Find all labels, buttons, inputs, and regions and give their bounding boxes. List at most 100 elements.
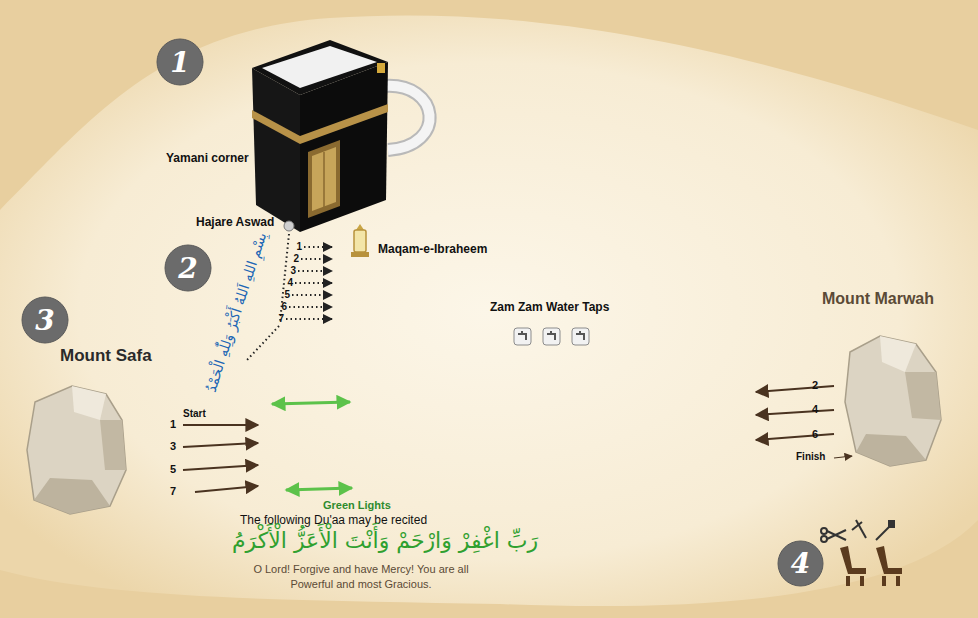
tawaf-paths-part <box>292 294 332 296</box>
green-light-arrows-part <box>272 402 350 404</box>
callout-number: 3 <box>21 296 69 344</box>
hair-cut-icons-part-part <box>896 576 900 586</box>
place-label: Mount Safa <box>60 346 152 366</box>
kaaba-part <box>252 110 300 144</box>
safa-rock-part <box>72 386 106 420</box>
kaaba-part <box>323 152 325 207</box>
tawaf-paths-part <box>247 326 279 360</box>
kaaba-part <box>377 63 385 73</box>
kaaba <box>252 40 388 232</box>
callout-number: 1 <box>156 38 204 86</box>
hair-cut-icons-part-part <box>882 576 886 586</box>
hair-cut-icons <box>821 520 902 586</box>
badge-circle-shape <box>157 39 203 85</box>
callout-number: 4 <box>777 540 824 587</box>
marwah-rock-part <box>905 372 941 420</box>
round-number: 3 <box>170 440 176 453</box>
marwah-rock <box>845 336 941 466</box>
sai-arrows-part <box>756 410 834 415</box>
start-label: Start <box>183 408 206 420</box>
green-light-arrows-part <box>286 488 352 490</box>
kaaba-part <box>262 46 377 88</box>
tawaf-paths-part <box>298 270 332 272</box>
round-number: 1 <box>296 241 302 253</box>
zamzam-taps-part-part <box>518 332 526 340</box>
sai-arrows-part <box>756 434 834 440</box>
place-label: Zam Zam Water Taps <box>490 301 609 315</box>
tawaf-paths-part <box>304 246 332 248</box>
zamzam-taps-part-part <box>572 328 589 345</box>
badge-circle-shape <box>22 297 68 343</box>
round-number: 3 <box>290 265 296 277</box>
maqam-lantern-part <box>356 224 364 230</box>
zamzam-taps-part-part <box>543 328 560 345</box>
hijr-wall-part <box>384 86 430 150</box>
zamzam-taps-part-part <box>547 332 555 340</box>
place-label: Maqam-e-Ibraheem <box>378 243 487 257</box>
badge-circle-shape <box>165 245 211 291</box>
hair-cut-icons-part-part <box>821 528 827 534</box>
badge-circle-shape <box>778 541 823 586</box>
kaaba-part <box>300 104 388 144</box>
maqam-lantern <box>351 224 369 257</box>
tawaf-paths-part <box>289 306 332 308</box>
note: The following Du'aa may be recited <box>240 514 427 528</box>
green-light-arrows <box>272 402 352 490</box>
maqam-lantern-part <box>354 230 366 252</box>
tawaf-paths-part <box>295 282 332 284</box>
zamzam-taps-part <box>514 328 531 345</box>
maqam-lantern-part <box>351 252 369 257</box>
finish-label: Finish <box>796 451 825 463</box>
hair-cut-icons-part <box>821 520 892 542</box>
marwah-rock-part <box>880 336 916 372</box>
zamzam-taps-part <box>572 328 589 345</box>
sai-arrows-part <box>195 486 258 492</box>
kaaba-part <box>308 140 340 218</box>
hijr-wall <box>384 86 430 150</box>
safa-rock-part <box>100 420 126 470</box>
sai-arrows-part <box>756 386 834 392</box>
hair-cut-icons-part-part <box>876 546 902 574</box>
tawaf-paths-part <box>301 258 332 260</box>
zamzam-taps-part-part <box>576 332 584 340</box>
zamzam-taps-part <box>543 328 560 345</box>
zamzam-taps-part-part <box>514 328 531 345</box>
round-number: 5 <box>284 289 290 301</box>
tawaf-paths-part <box>286 318 332 320</box>
hair-cut-icons-part-part <box>846 576 850 586</box>
callout-number: 2 <box>164 244 212 292</box>
round-number: 4 <box>287 277 293 289</box>
sai-arrows-part <box>183 465 258 470</box>
place-label: Mount Marwah <box>822 290 934 308</box>
sai-arrows-part <box>834 456 852 458</box>
hair-cut-icons-part-part <box>860 576 864 586</box>
hijr-wall-part <box>384 86 430 150</box>
safa-rock-part <box>34 478 110 514</box>
ground-glow <box>0 15 978 606</box>
marwah-rock-part <box>845 336 941 466</box>
hair-cut-icons-part-part <box>827 531 846 540</box>
kaaba-part <box>312 147 336 211</box>
hair-cut-icons-part-part <box>840 546 866 574</box>
place-label: Yamani corner <box>166 152 249 166</box>
sai-arrows-part <box>183 443 258 447</box>
safa-rock-part <box>27 386 126 514</box>
round-number: 2 <box>293 253 299 265</box>
callout-badge: 1 <box>156 38 204 86</box>
round-number: 7 <box>170 485 176 498</box>
dua-translation: O Lord! Forgive and have Mercy! You are … <box>236 562 486 592</box>
kaaba-part <box>252 68 300 232</box>
round-number: 2 <box>812 379 818 392</box>
hair-cut-icons-part-part <box>827 530 846 539</box>
round-number: 1 <box>170 418 176 431</box>
sai-arrows <box>183 386 852 492</box>
safa-rock <box>27 386 126 514</box>
round-number: 5 <box>170 463 176 476</box>
zamzam-taps <box>514 328 589 345</box>
round-number: 6 <box>812 428 818 441</box>
hair-cut-icons-part-part <box>852 522 862 530</box>
kaaba-part <box>284 221 294 231</box>
sai-arrows-part <box>183 424 258 426</box>
round-number: 4 <box>812 403 818 416</box>
